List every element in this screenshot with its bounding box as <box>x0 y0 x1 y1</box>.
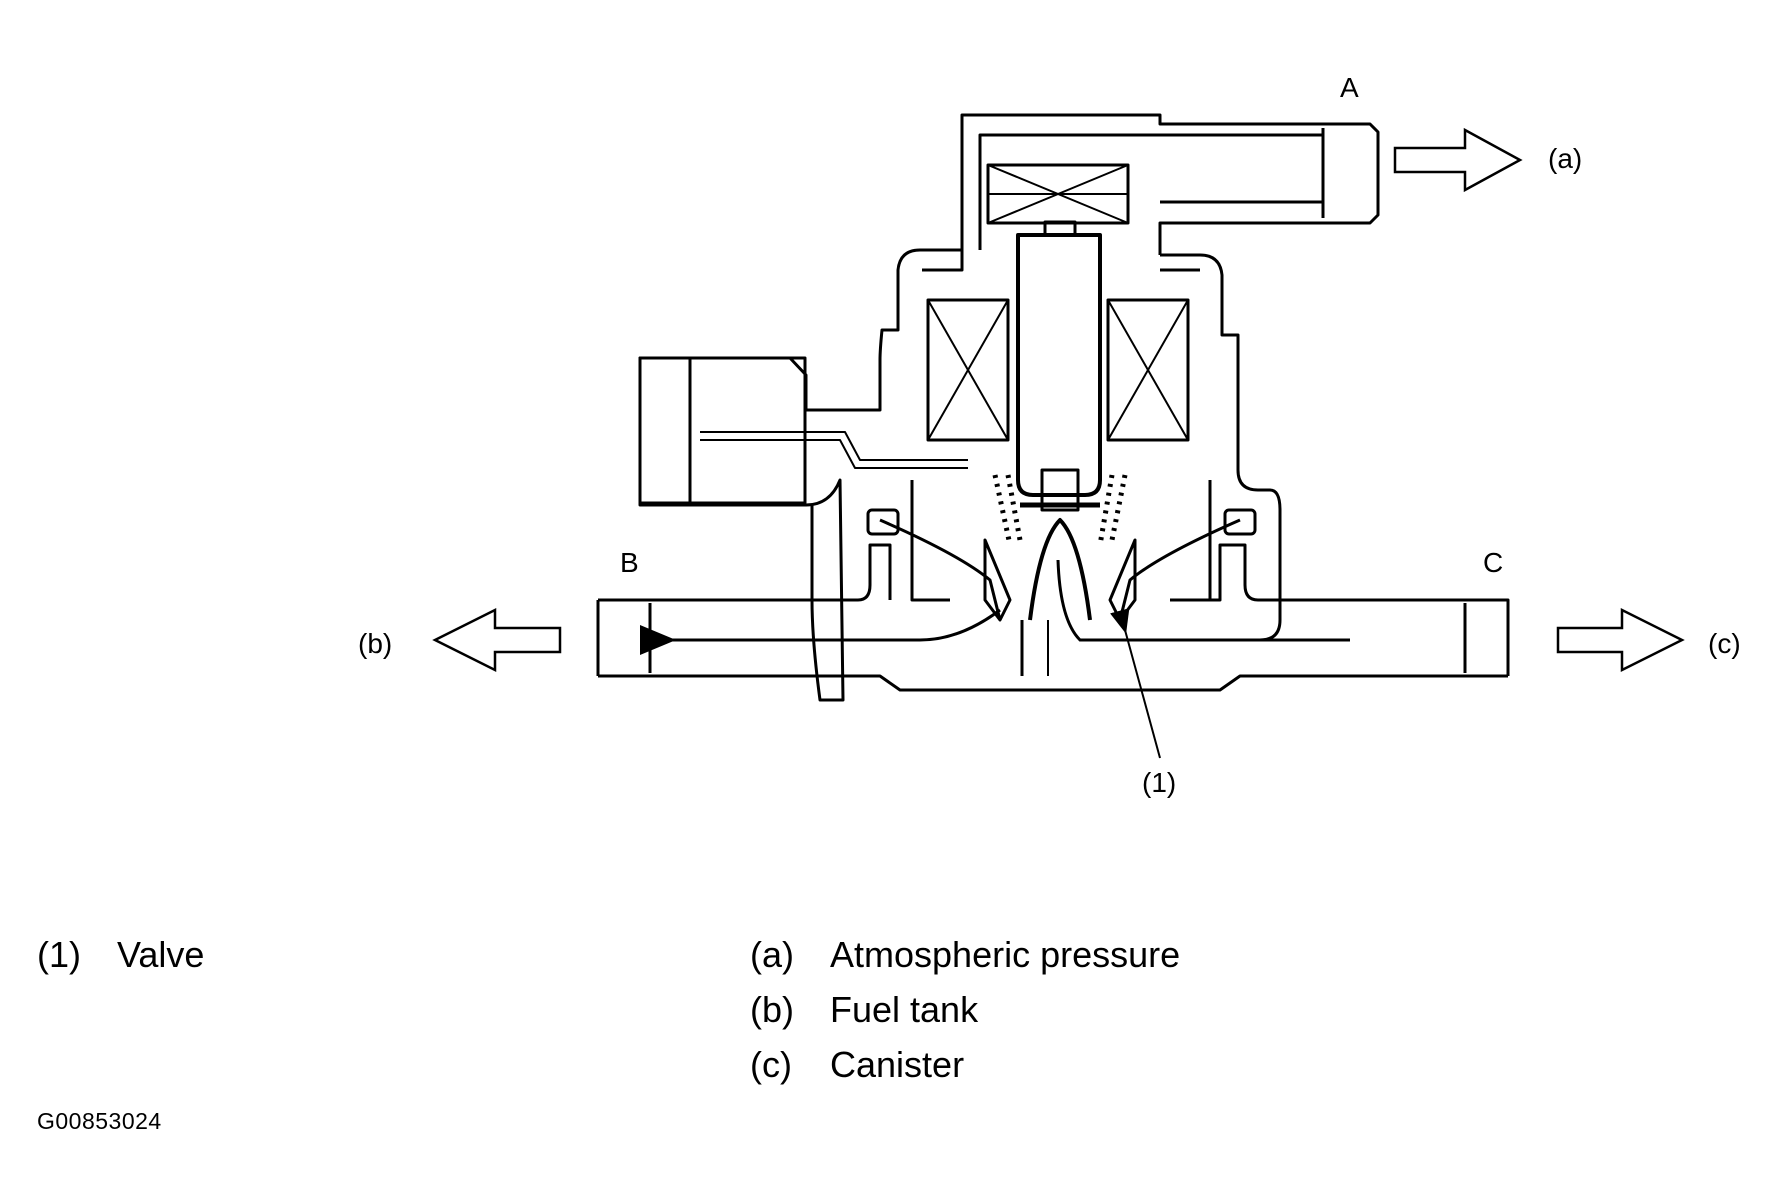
legend-item-atmospheric: (a) Atmospheric pressure <box>750 937 1180 973</box>
connector-wire <box>700 431 968 461</box>
legend-item-valve: (1) Valve <box>37 937 204 973</box>
callout-valve: (1) <box>1142 767 1176 798</box>
valve-seat-left <box>983 538 1012 622</box>
housing-outer <box>638 248 962 702</box>
port-c-label: C <box>1483 547 1503 578</box>
housing-inner-left <box>922 250 964 272</box>
arrow-c-icon <box>1556 607 1685 673</box>
plunger-stem <box>1040 468 1080 512</box>
main-coil-right <box>1106 298 1190 442</box>
arrow-a-icon <box>1393 127 1523 193</box>
flow-label-a: (a) <box>1548 143 1582 174</box>
main-coil-left <box>926 298 1010 442</box>
diaphragm-left <box>879 518 1002 621</box>
legend-item-canister: (c) Canister <box>750 1047 964 1083</box>
diaphragm-right <box>1118 518 1241 621</box>
atmospheric-port-inner <box>978 133 1325 250</box>
housing-right <box>1160 253 1282 642</box>
main-pipe-top <box>596 543 1510 676</box>
spring-right <box>1097 474 1115 546</box>
port-b-label: B <box>620 547 639 578</box>
legend-text: Valve <box>117 934 205 975</box>
legend-code: (b) <box>750 989 794 1030</box>
legend-item-fuel-tank: (b) Fuel tank <box>750 992 978 1028</box>
valve-leader-line <box>1110 608 1161 759</box>
flow-path-from-c <box>1056 559 1350 642</box>
flow-label-c: (c) <box>1708 628 1741 659</box>
legend-code: (1) <box>37 934 81 975</box>
arrow-b-icon <box>432 607 562 673</box>
connector <box>638 356 807 505</box>
spring-left <box>992 474 1013 546</box>
figure-id: G00853024 <box>37 1108 162 1134</box>
plunger <box>1016 233 1102 497</box>
valve-center <box>1028 518 1092 621</box>
legend-text: Atmospheric pressure <box>830 934 1181 975</box>
valve-chamber <box>910 480 1212 602</box>
plunger-cap <box>1043 220 1077 235</box>
legend-code: (a) <box>750 934 794 975</box>
flow-path-to-b <box>640 608 1001 655</box>
legend-text: Canister <box>830 1044 965 1085</box>
legend-text: Fuel tank <box>830 989 979 1030</box>
flow-label-b: (b) <box>358 628 392 659</box>
port-a-label: A <box>1340 72 1359 103</box>
main-pipe-bottom <box>598 674 1508 692</box>
legend-code: (c) <box>750 1044 792 1085</box>
atmospheric-port-outer <box>960 113 1380 255</box>
